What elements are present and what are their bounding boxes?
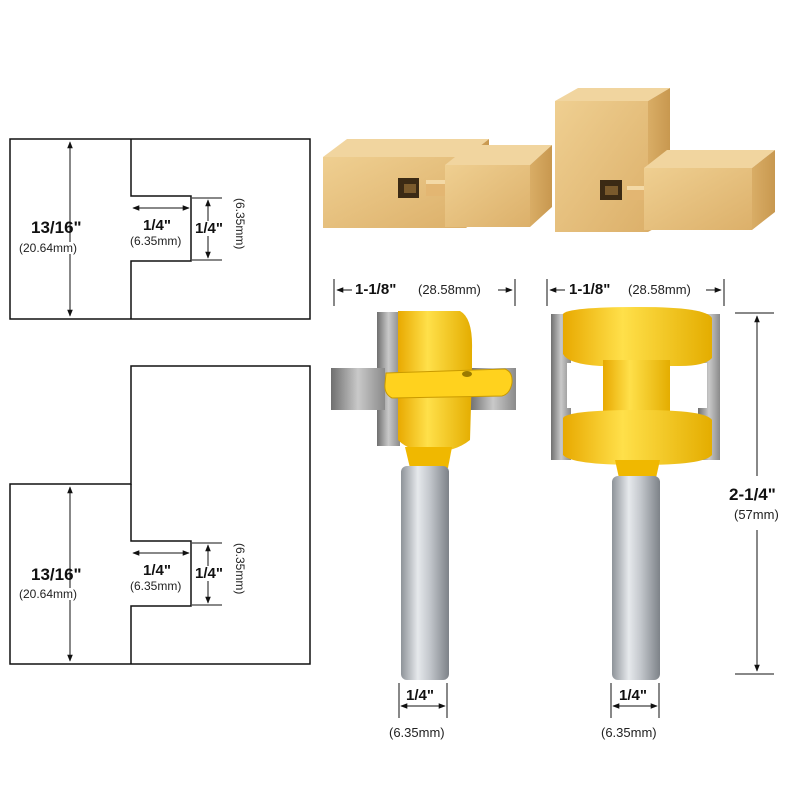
joint-1-depth-label: 13/16" — [31, 218, 82, 237]
joint-diagram-2 — [9, 365, 311, 665]
bit-1-shank-metric: (6.35mm) — [389, 725, 445, 740]
bit-1-carbide-wing-left — [331, 368, 385, 410]
router-bit-slot-cutter — [331, 279, 516, 718]
wood-block-right — [627, 150, 775, 230]
bit-1-cut-width-label: 1-1/8" — [355, 281, 397, 298]
joint-2-depth-label: 13/16" — [31, 565, 82, 584]
bit-2-cut-width-metric: (28.58mm) — [628, 282, 691, 297]
wood-joint-illustration — [323, 88, 775, 232]
bit-1-cut-width-metric: (28.58mm) — [418, 282, 481, 297]
joint-2-tongue-width-metric: (6.35mm) — [233, 543, 247, 595]
bit-2-shank-metric: (6.35mm) — [601, 725, 657, 740]
joint-2-tongue-length-label: 1/4" — [143, 562, 171, 579]
joint-1-tongue-width-label: 1/4" — [193, 220, 225, 237]
bit-2-cut-width-label: 1-1/8" — [569, 281, 611, 298]
joint-1-tongue-width-metric: (6.35mm) — [233, 198, 247, 250]
bit-2-body-upper — [563, 307, 712, 366]
bit-2-shank — [612, 476, 660, 680]
joint-2-tongue-width-label: 1/4" — [193, 565, 225, 582]
joint-2-tongue-length-metric: (6.35mm) — [130, 579, 182, 593]
router-bit-tongue-cutter — [546, 279, 774, 718]
joint-1-depth-metric: (20.64mm) — [17, 241, 80, 255]
bit-1-bearing-ring — [384, 368, 513, 399]
wood-block-vertical — [555, 88, 670, 232]
bit-2-body-lower — [563, 410, 712, 465]
joint-1-outline — [9, 138, 311, 320]
joint-1-tongue-line — [130, 139, 192, 319]
joint-2-tongue-line — [130, 484, 192, 664]
bit-2-shank-label: 1/4" — [619, 687, 647, 704]
joint-diagram-1 — [9, 138, 311, 320]
wood-block-tongued — [426, 145, 552, 227]
joint-1-tongue-length-metric: (6.35mm) — [130, 234, 182, 248]
bit-2-total-length-label: 2-1/4" — [729, 485, 776, 504]
bit-1-shank — [401, 466, 449, 680]
joint-1-tongue-length-label: 1/4" — [143, 217, 171, 234]
joint-2-outline — [9, 365, 311, 665]
bit-1-shank-label: 1/4" — [406, 687, 434, 704]
bit-2-total-length-metric: (57mm) — [734, 507, 779, 522]
joint-2-depth-metric: (20.64mm) — [17, 587, 80, 601]
